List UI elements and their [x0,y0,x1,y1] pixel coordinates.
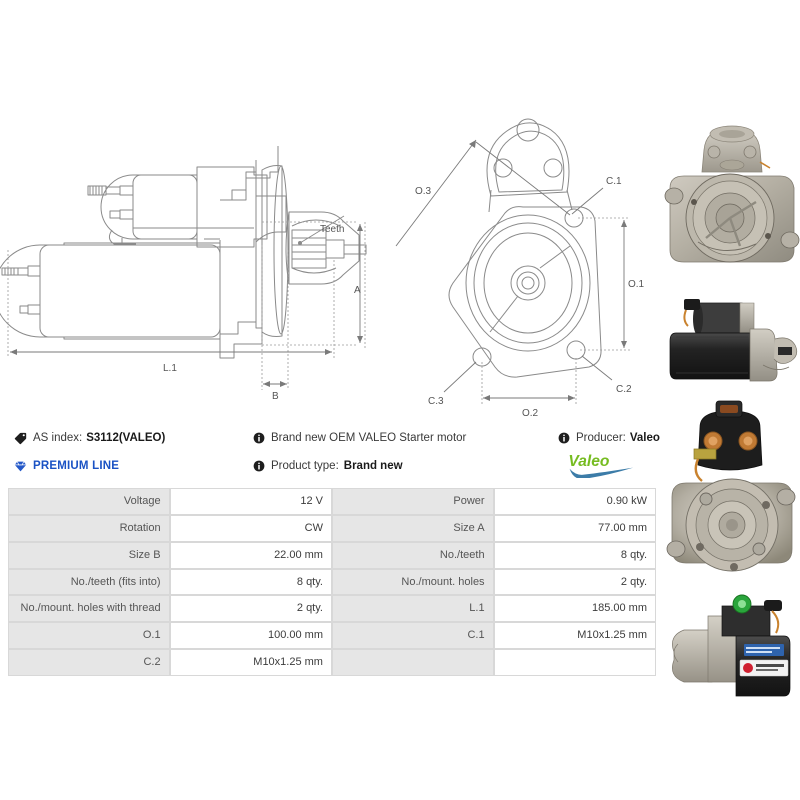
label-c3: C.3 [428,396,444,407]
label-o3: O.3 [415,186,432,197]
spec-label: No./mount. holes [331,568,494,596]
specifications-table: Voltage 12 V Power 0.90 kW Rotation CW S… [8,488,656,676]
label-size-a: A [354,285,361,296]
spec-value: 100.00 mm [169,622,332,650]
spec-table-body: Voltage 12 V Power 0.90 kW Rotation CW S… [8,488,656,676]
spec-value: M10x1.25 mm [493,622,656,650]
info-icon [558,432,570,444]
table-row: No./teeth (fits into) 8 qty. No./mount. … [8,568,656,596]
technical-drawings: Teeth A L.1 B O.3 O.1 O.2 C.1 C.2 C.3 [0,0,660,420]
spec-value: M10x1.25 mm [169,649,332,676]
diamond-icon [14,460,27,473]
label-o1: O.1 [628,279,645,290]
valeo-brand-logo: Valeo [566,450,638,480]
front-view-drawing [448,118,602,378]
product-info-row: AS index: S3112(VALEO) PREMIUM LINE [8,424,660,486]
front-dimension-guides [481,217,630,404]
table-row: Size B 22.00 mm No./teeth 8 qty. [8,541,656,569]
spec-value: 185.00 mm [493,595,656,623]
product-photo-starter-side-black-body[interactable] [664,277,800,397]
label-l1: L.1 [163,363,177,374]
side-dimension-arrows [10,224,363,387]
label-c2: C.2 [616,384,632,395]
side-dimension-guides [7,221,366,390]
spec-label: Size A [331,514,494,542]
spec-value: 12 V [169,488,332,515]
spec-label: L.1 [331,595,494,623]
spec-value: 22.00 mm [169,541,332,569]
product-type-value: Brand new [343,460,403,472]
label-size-b: B [272,391,279,402]
spec-value: CW [169,514,332,542]
product-photo-starter-front-drive-end[interactable] [664,112,800,277]
drawings-svg: Teeth A L.1 B O.3 O.1 O.2 C.1 C.2 C.3 [0,118,645,419]
spec-label: Rotation [8,514,170,542]
spec-label-empty [331,649,494,676]
spec-label: O.1 [8,622,170,650]
premium-line-badge: PREMIUM LINE [14,452,244,480]
product-photo-strip [664,112,800,712]
table-row: Rotation CW Size A 77.00 mm [8,514,656,542]
product-photo-starter-solenoid-terminals[interactable] [664,397,800,582]
spec-value: 0.90 kW [493,488,656,515]
side-view-drawing [0,146,367,359]
producer-line: Producer: Valeo [558,424,668,452]
label-o2: O.2 [522,408,539,419]
info-column-index: AS index: S3112(VALEO) PREMIUM LINE [14,424,244,480]
front-dimension-arrows [395,139,627,401]
product-type-line: Product type: Brand new [253,452,553,480]
spec-label: Voltage [8,488,170,515]
table-row: C.2 M10x1.25 mm [8,649,656,676]
table-row: Voltage 12 V Power 0.90 kW [8,488,656,515]
info-column-producer: Producer: Valeo Valeo [558,424,668,480]
table-row: O.1 100.00 mm C.1 M10x1.25 mm [8,622,656,650]
label-c1: C.1 [606,176,622,187]
producer-value: Valeo [629,432,660,444]
valeo-logo-text: Valeo [568,453,609,470]
spec-value: 8 qty. [493,541,656,569]
spec-value: 8 qty. [169,568,332,596]
spec-value: 77.00 mm [493,514,656,542]
description-line: Brand new OEM VALEO Starter motor [253,424,553,452]
product-type-label: Product type: [271,460,339,472]
info-column-description: Brand new OEM VALEO Starter motor Produc… [253,424,553,480]
spec-label: Size B [8,541,170,569]
spec-value: 2 qty. [493,568,656,596]
as-index-value: S3112(VALEO) [86,432,166,444]
premium-line-label: PREMIUM LINE [33,460,120,472]
spec-label: C.1 [331,622,494,650]
table-row: No./mount. holes with thread 2 qty. L.1 … [8,595,656,623]
spec-label: Power [331,488,494,515]
spec-label: C.2 [8,649,170,676]
product-photo-starter-side-with-label[interactable] [664,582,800,712]
spec-label: No./teeth [331,541,494,569]
spec-value-empty [493,649,656,676]
label-teeth: Teeth [320,224,344,235]
producer-label: Producer: [576,432,626,444]
spec-label: No./mount. holes with thread [8,595,170,623]
spec-label: No./teeth (fits into) [8,568,170,596]
info-icon [253,460,265,472]
info-icon [253,432,265,444]
tag-icon [14,432,27,445]
as-index-label: AS index: [33,432,83,444]
description-text: Brand new OEM VALEO Starter motor [271,432,467,444]
as-index-line: AS index: S3112(VALEO) [14,424,244,452]
spec-value: 2 qty. [169,595,332,623]
